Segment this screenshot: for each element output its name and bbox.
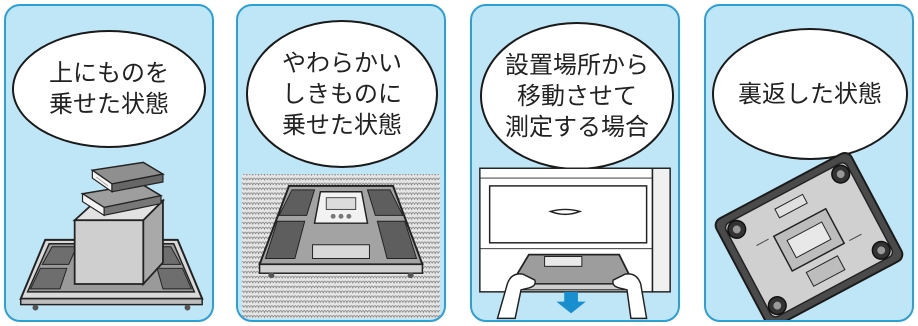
box-side	[142, 198, 164, 287]
left-hand	[496, 273, 536, 320]
caption-text: 裏返した状態	[738, 79, 882, 108]
down-arrow-icon	[556, 291, 586, 314]
scale-on-rug-illustration	[238, 145, 444, 320]
left-pad-bottom	[264, 220, 306, 259]
right-hand	[612, 273, 648, 320]
panel-upside-down: 裏返した状態	[704, 4, 914, 322]
left-pad-top	[41, 246, 78, 265]
scale-with-box-illustration	[6, 145, 212, 320]
caption-text: 上にものを 乗せた状態	[49, 59, 169, 118]
flipped-scale	[714, 152, 904, 320]
scale-upside-down-illustration	[706, 145, 912, 320]
caption-bubble: やわらかい しきものに 乗せた状態	[246, 20, 438, 168]
box-front	[73, 219, 145, 285]
right-pad-bottom	[156, 267, 193, 290]
caption-bubble: 上にものを 乗せた状態	[12, 30, 206, 148]
left-pad-bottom	[29, 267, 68, 290]
scale-under-cabinet-illustration	[472, 145, 678, 320]
left-pad-top	[278, 189, 316, 216]
panel-objects-on-scale: 上にものを 乗せた状態	[4, 4, 214, 322]
caption-text: 設置場所から 移動させて 測定する場合	[505, 50, 649, 141]
right-pad-bottom	[376, 220, 418, 259]
caption-text: やわらかい しきものに 乗せた状態	[282, 48, 402, 139]
panel-moved-from-place: 設置場所から 移動させて 測定する場合	[470, 4, 680, 322]
right-pad-top	[366, 189, 404, 216]
panel-soft-rug: やわらかい しきものに 乗せた状態	[236, 4, 446, 322]
caption-bubble: 裏返した状態	[712, 28, 908, 160]
